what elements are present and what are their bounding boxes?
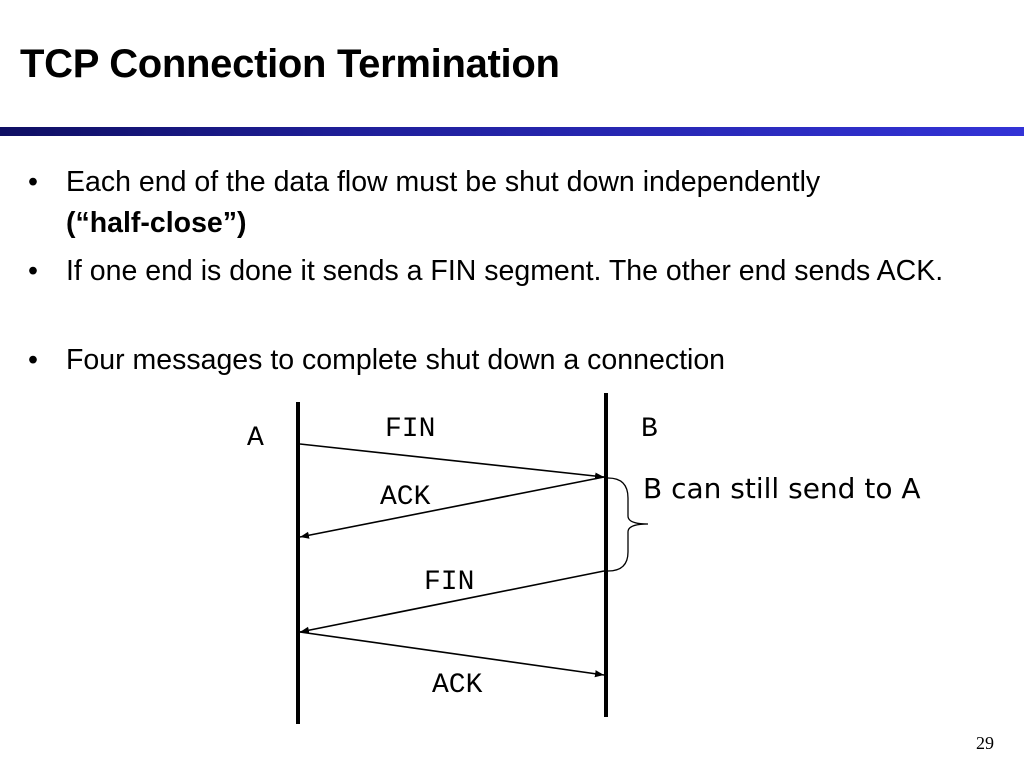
brace-annotation: B can still send to A [643, 472, 921, 505]
bullet-text: Four messages to complete shut down a co… [66, 344, 726, 376]
bullet-item-four-messages: • Four messages to complete shut down a … [28, 340, 988, 381]
bullet-item-fin-ack: • If one end is done it sends a FIN segm… [28, 251, 988, 292]
bullet-marker: • [28, 166, 38, 198]
fin-label-2: FIN [424, 567, 474, 598]
endpoint-a-label: A [247, 423, 264, 454]
ack-arrow-b-to-a [299, 476, 605, 539]
bullet-text-plain: Each end of the data flow must be shut d… [66, 166, 821, 198]
bullet-text: If one end is done it sends a FIN segmen… [66, 255, 944, 287]
endpoint-b-label: B [641, 414, 658, 445]
ack-label-2: ACK [432, 670, 483, 701]
bullet-marker: • [28, 255, 38, 287]
bullet-text: Each end of the data flow must be shut d… [66, 162, 988, 244]
slide-title: TCP Connection Termination [20, 42, 560, 86]
bullet-item-half-close: • Each end of the data flow must be shut… [28, 162, 988, 244]
fin-label-1: FIN [385, 414, 435, 445]
fin-arrow-a-to-b [299, 443, 605, 480]
ack-label-1: ACK [380, 482, 431, 513]
half-close-brace [607, 477, 649, 572]
title-underline-bar [0, 127, 1024, 136]
ack-arrow-a-to-b [299, 631, 605, 678]
fin-arrow-b-to-a [299, 570, 605, 634]
bullet-marker: • [28, 344, 38, 376]
bullet-text-bold: (“half-close”) [66, 207, 247, 239]
page-number: 29 [976, 733, 994, 753]
